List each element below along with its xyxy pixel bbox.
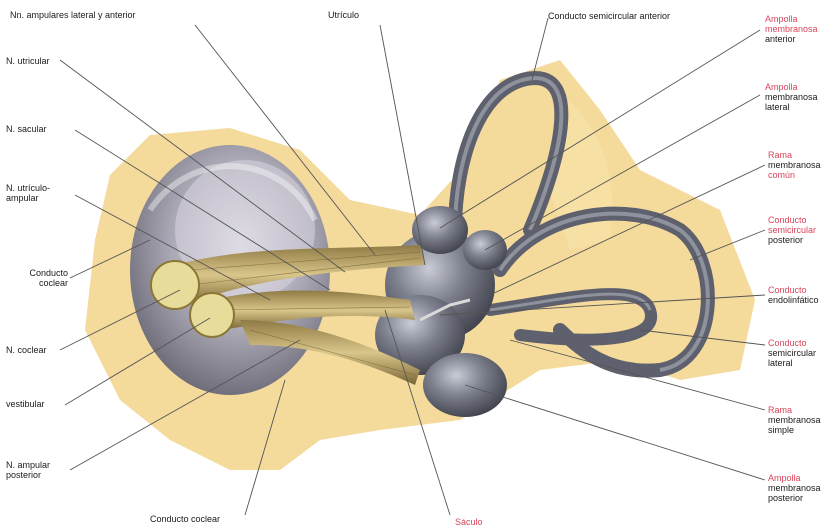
label-line: membranosa: [768, 415, 821, 425]
label-line: semicircular: [768, 225, 816, 235]
label-line: endolinfático: [768, 295, 819, 305]
label-n-ampular-posterior: N. ampular posterior: [6, 460, 50, 480]
label-ampolla-lateral: Ampolla membranosa lateral: [765, 82, 818, 112]
label-ampolla-anterior: Ampolla membranosa anterior: [765, 14, 818, 44]
label-line: ampular: [6, 193, 50, 203]
label-conducto-coclear-left: Conducto coclear: [10, 268, 68, 288]
vestibular-nerve-cut: [190, 293, 234, 337]
label-line: Rama: [768, 405, 821, 415]
label-line: posterior: [6, 470, 50, 480]
label-n-coclear: N. coclear: [6, 345, 47, 355]
label-line: Ampolla: [765, 14, 818, 24]
label-line: Ampolla: [765, 82, 818, 92]
label-line: semicircular: [768, 348, 816, 358]
label-ampolla-posterior: Ampolla membranosa posterior: [768, 473, 821, 503]
label-line: Ampolla: [768, 473, 821, 483]
label-line: membranosa: [765, 24, 818, 34]
label-rama-comun: Rama membranosa común: [768, 150, 821, 180]
label-line: posterior: [768, 493, 821, 503]
label-conducto-endolinfatico: Conducto endolinfático: [768, 285, 819, 305]
label-conducto-semicircular-posterior: Conducto semicircular posterior: [768, 215, 816, 245]
label-line: posterior: [768, 235, 816, 245]
label-n-utricular: N. utricular: [6, 56, 50, 66]
label-line: N. ampular: [6, 460, 50, 470]
cochlear-nerve-cut: [151, 261, 199, 309]
label-line: Rama: [768, 150, 821, 160]
label-line: membranosa: [768, 483, 821, 493]
label-line: simple: [768, 425, 821, 435]
label-conducto-coclear-bottom: Conducto coclear: [150, 514, 220, 524]
label-line: anterior: [765, 34, 818, 44]
label-n-sacular: N. sacular: [6, 124, 47, 134]
label-rama-simple: Rama membranosa simple: [768, 405, 821, 435]
label-conducto-semicircular-anterior: Conducto semicircular anterior: [548, 11, 670, 21]
label-utriculo: Utrículo: [328, 10, 359, 20]
label-saculo: Sáculo: [455, 517, 483, 527]
label-line: lateral: [765, 102, 818, 112]
label-line: Conducto: [10, 268, 68, 278]
label-line: Conducto: [768, 338, 816, 348]
label-n-utriculo-ampular: N. utrículo- ampular: [6, 183, 50, 203]
label-line: común: [768, 170, 821, 180]
label-nn-ampulares: Nn. ampulares lateral y anterior: [10, 10, 136, 20]
label-line: membranosa: [768, 160, 821, 170]
label-line: membranosa: [765, 92, 818, 102]
label-line: Conducto: [768, 215, 816, 225]
label-conducto-semicircular-lateral: Conducto semicircular lateral: [768, 338, 816, 368]
label-line: N. utrículo-: [6, 183, 50, 193]
label-vestibular: vestibular: [6, 399, 45, 409]
label-line: coclear: [10, 278, 68, 288]
label-line: Conducto: [768, 285, 819, 295]
label-line: lateral: [768, 358, 816, 368]
